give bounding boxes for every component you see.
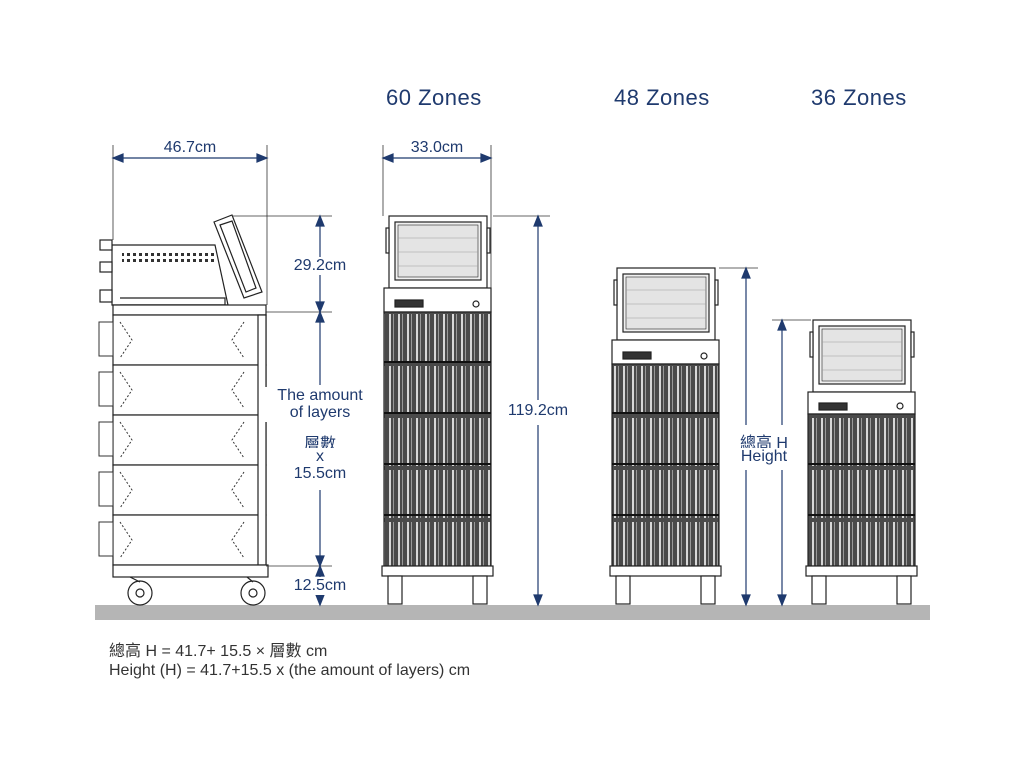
layers-times-label: x xyxy=(300,448,340,466)
side-view-unit xyxy=(98,214,269,606)
floor xyxy=(95,605,930,620)
heading-60-zones: 60 Zones xyxy=(386,85,482,110)
head-height-label: 29.2cm xyxy=(275,257,365,275)
total-height-60-label: 119.2cm xyxy=(493,402,583,420)
formula-en: Height (H) = 41.7+15.5 x (the amount of … xyxy=(109,662,471,679)
front-width-label: 33.0cm xyxy=(397,139,477,157)
unit-48-zones xyxy=(609,267,722,605)
heading-48-zones: 48 Zones xyxy=(614,85,710,110)
unit-60-zones xyxy=(381,215,494,605)
layers-label-en-2: of layers xyxy=(265,404,375,422)
formula-zh: 總高 H = 41.7+ 15.5 × 層數 cm xyxy=(109,643,328,660)
layer-height-label: 15.5cm xyxy=(275,465,365,483)
layers-label-en-1: The amount xyxy=(265,387,375,405)
base-height-label: 12.5cm xyxy=(275,577,365,595)
unit-36-zones xyxy=(805,319,918,605)
side-width-label: 46.7cm xyxy=(140,139,240,157)
heading-36-zones: 36 Zones xyxy=(811,85,907,110)
dimension-lines xyxy=(111,145,811,607)
total-height-en-label: Height xyxy=(727,448,801,466)
